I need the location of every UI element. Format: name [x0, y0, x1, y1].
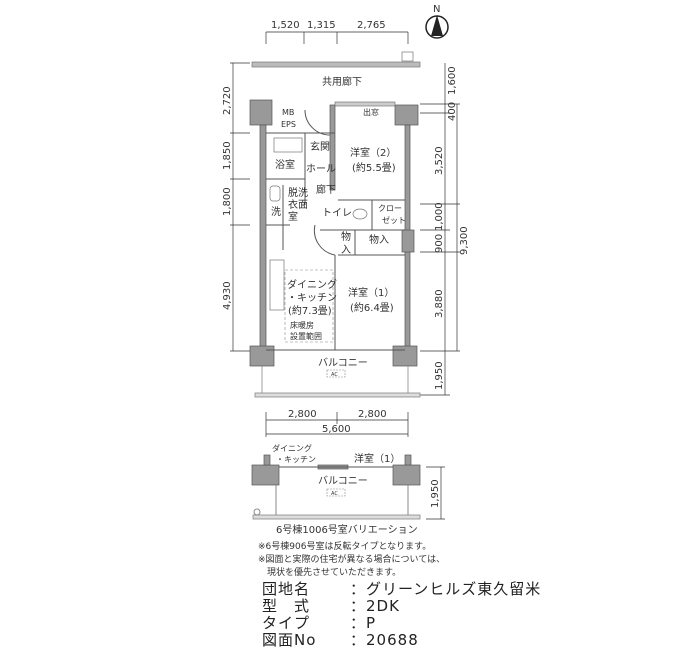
- dim-label: 9,300: [459, 226, 470, 255]
- hallway-label: 廊下: [316, 183, 336, 196]
- variation-ac-label: AC: [331, 491, 338, 497]
- dim-label: 400: [447, 102, 458, 121]
- variation-plan: ダイニング ・キッチン 洋室（1） バルコニー AC 1,950 6号棟1006…: [251, 443, 445, 536]
- dk-label: ダイニング: [287, 278, 337, 291]
- bay-window-label: 出窓: [363, 107, 379, 117]
- washroom-label: 室: [288, 210, 298, 223]
- floor-heating-label: 設置範囲: [290, 331, 322, 341]
- svg-text:N: N: [433, 4, 440, 15]
- dim-label: 5,600: [322, 424, 351, 435]
- dim-label: 1,950: [430, 479, 441, 508]
- left-dimensions: [230, 62, 250, 352]
- washroom-label: 脱洗: [288, 186, 308, 199]
- toilet-label: トイレ: [322, 208, 352, 219]
- meter-box: [401, 51, 414, 62]
- corridor-label: 共用廊下: [322, 75, 362, 88]
- dim-label: 2,800: [288, 409, 317, 420]
- walls: [249, 99, 419, 367]
- dim-label: 1,850: [222, 141, 233, 170]
- dim-label: 3,520: [434, 146, 445, 175]
- dk-size: (約7.3畳): [288, 304, 332, 317]
- info-label: 団地名: [262, 580, 311, 598]
- dim-label: 1,000: [434, 202, 445, 231]
- corridor-wall: [251, 61, 421, 68]
- info-row: 型 式：2DK: [262, 597, 400, 615]
- right-dimensions: [420, 63, 460, 396]
- western-room-1-size: (約6.4畳): [350, 301, 394, 314]
- closet-label: ゼット: [382, 215, 406, 225]
- info-row: 図面No：20688: [262, 631, 419, 649]
- balcony-label: バルコニー: [318, 357, 368, 369]
- storage-label: 入: [341, 245, 351, 256]
- info-row: タイプ：P: [262, 614, 377, 632]
- variation-caption: 6号棟1006号室バリエーション: [276, 523, 418, 536]
- info-value: P: [366, 614, 377, 632]
- north-compass-icon: N: [425, 4, 449, 39]
- storage-label: 物: [341, 230, 351, 243]
- variation-balcony-label: バルコニー: [318, 475, 368, 487]
- info-label: 型 式: [262, 597, 311, 615]
- ac-label: AC: [331, 372, 338, 378]
- entrance-label: 玄関: [310, 140, 330, 153]
- variation-dk-label: ・キッチン: [276, 455, 316, 464]
- storage-label: 物入: [369, 233, 389, 246]
- dim-label: 1,950: [434, 361, 445, 390]
- variation-western-label: 洋室（1）: [354, 452, 400, 465]
- info-value: グリーンヒルズ東久留米: [366, 580, 542, 598]
- balcony-rail: [254, 366, 421, 398]
- variation-dk-label: ダイニング: [272, 443, 312, 453]
- info-label: 図面No: [262, 631, 317, 649]
- sink: [269, 185, 281, 202]
- bath-label: 浴室: [275, 158, 295, 171]
- dim-label: 2,720: [222, 86, 233, 115]
- top-dimensions: [265, 31, 409, 44]
- dim-label: 3,880: [434, 289, 445, 318]
- bathtub: [273, 137, 303, 153]
- dim-label: 1,800: [222, 187, 233, 216]
- western-room-2-label: 洋室（2）: [350, 146, 396, 159]
- toilet-icon: [352, 208, 368, 220]
- info-row: 団地名：グリーンヒルズ東久留米: [262, 580, 542, 598]
- dim-label: 1,520: [271, 20, 300, 31]
- dim-label: 900: [434, 234, 445, 253]
- bay-window: [334, 101, 396, 107]
- note: 現状を優先させていただきます。: [258, 568, 402, 578]
- floor-heating-label: 床暖房: [290, 320, 314, 330]
- hall-label: ホール: [306, 163, 336, 175]
- eps-label: EPS: [281, 120, 296, 129]
- western-room-1-label: 洋室（1）: [348, 286, 394, 299]
- dk-label: ・キッチン: [287, 292, 337, 304]
- dim-label: 2,800: [358, 409, 387, 420]
- dim-label: 1,315: [307, 20, 336, 31]
- mb-label: MB: [282, 108, 294, 117]
- interior-partitions: [266, 109, 405, 351]
- note: ※図面と実際の住宅が異なる場合については、: [258, 555, 446, 565]
- info-label: タイプ: [262, 614, 311, 632]
- dim-label: 4,930: [222, 281, 233, 310]
- washer-label: 洗: [271, 206, 281, 218]
- note: ※6号棟906号室は反転タイプとなります。: [258, 542, 432, 552]
- kitchen-counter: [269, 259, 285, 311]
- info-value: 20688: [366, 631, 419, 649]
- washroom-label: 衣面: [288, 198, 308, 211]
- western-room-2-size: (約5.5畳): [352, 161, 396, 174]
- closet-label: クロー: [378, 204, 402, 213]
- dim-label: 2,765: [357, 20, 386, 31]
- bottom-dimensions: [265, 412, 409, 437]
- info-value: 2DK: [366, 597, 400, 615]
- dim-label: 1,600: [447, 66, 458, 95]
